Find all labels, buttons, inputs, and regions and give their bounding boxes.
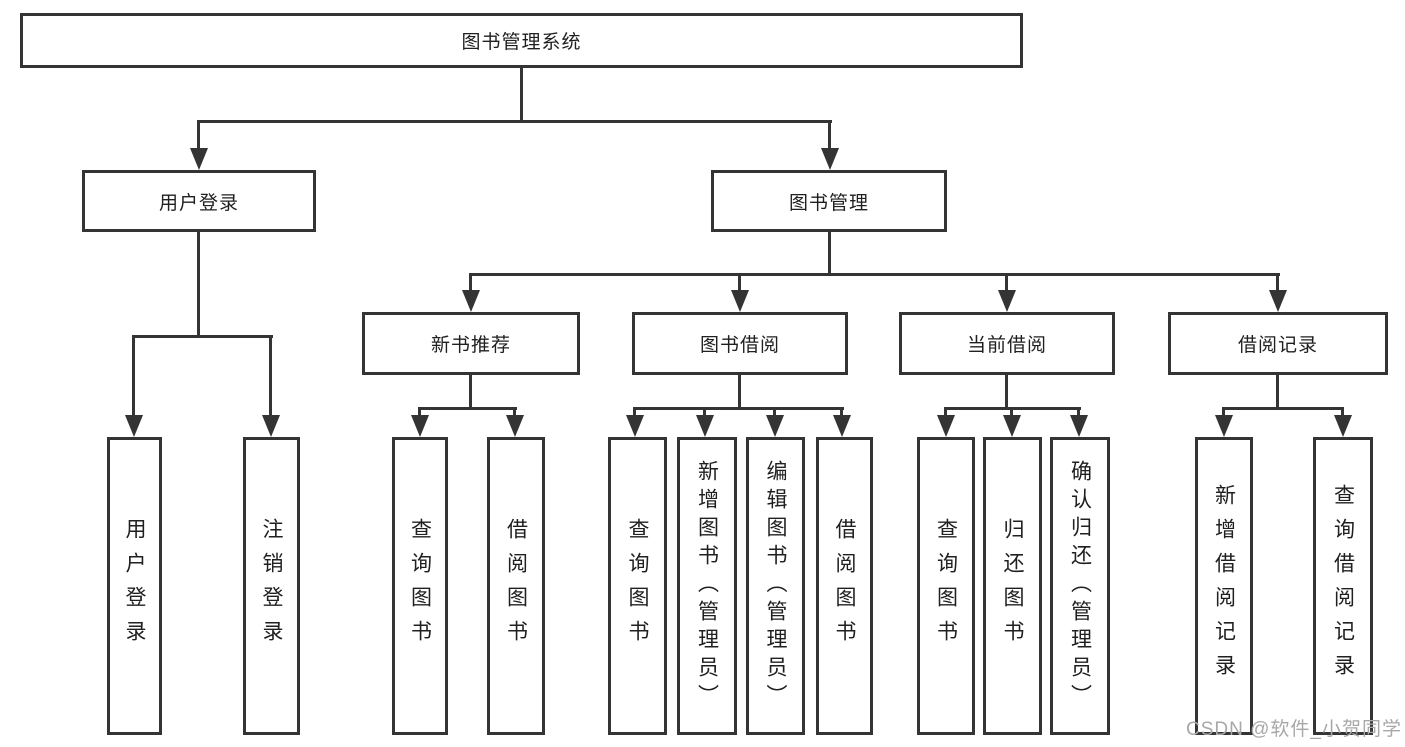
node-current-borrow: 当前借阅 xyxy=(899,312,1115,375)
watermark-text: CSDN @软件_小贺同学 xyxy=(1186,719,1402,740)
connector-book-mgmt-branch xyxy=(469,273,1280,276)
connector-root-right-drop xyxy=(828,120,831,150)
connector-book-borrow-drop xyxy=(703,407,706,419)
arrow-down-icon xyxy=(998,290,1016,312)
connector-root-left-drop xyxy=(197,120,200,150)
connector-book-borrow-stem xyxy=(738,375,741,407)
arrow-down-icon xyxy=(262,415,280,437)
connector-book-borrow-drop xyxy=(840,407,843,419)
connector-new-book-stem xyxy=(469,375,472,407)
connector-records-drop xyxy=(1222,407,1225,419)
leaf-borrow-books: 借阅图书 xyxy=(816,437,873,735)
connector-book-mgmt-stem xyxy=(828,232,831,273)
arrow-down-icon xyxy=(1070,415,1088,437)
connector-current-borrow-drop xyxy=(1010,407,1013,419)
node-library-management-system: 图书管理系统 xyxy=(20,13,1023,68)
connector-new-book-drop xyxy=(418,407,421,419)
leaf-label: 新增图书（管理员） xyxy=(695,460,719,712)
connector-records-drop xyxy=(1341,407,1344,419)
connector-current-borrow-drop xyxy=(944,407,947,419)
node-label: 借阅记录 xyxy=(1237,335,1318,356)
arrow-down-icon xyxy=(937,415,955,437)
connector-user-login-drop xyxy=(269,335,272,417)
node-book-borrow: 图书借阅 xyxy=(632,312,848,375)
leaf-logout: 注销登录 xyxy=(243,437,300,735)
arrow-down-icon xyxy=(1269,290,1287,312)
leaf-label: 编辑图书（管理员） xyxy=(764,460,787,712)
connector-current-borrow-stem xyxy=(1005,375,1008,407)
arrow-down-icon xyxy=(506,415,524,437)
leaf-add-book-admin: 新增图书（管理员） xyxy=(677,437,737,735)
leaf-add-borrow-record: 新增借阅记录 xyxy=(1195,437,1253,735)
arrow-down-icon xyxy=(766,415,784,437)
connector-book-borrow-branch xyxy=(633,407,844,410)
node-user-login: 用户登录 xyxy=(82,170,316,232)
connector-records-branch xyxy=(1222,407,1344,410)
node-borrow-records: 借阅记录 xyxy=(1168,312,1388,375)
arrow-down-icon xyxy=(731,290,749,312)
node-label: 图书管理系统 xyxy=(461,32,582,53)
leaf-query-books-borrow: 查询图书 xyxy=(608,437,667,735)
leaf-label: 借阅图书 xyxy=(833,518,856,654)
arrow-down-icon xyxy=(833,415,851,437)
leaf-label: 借阅图书 xyxy=(504,518,528,654)
node-label: 新书推荐 xyxy=(430,335,511,356)
node-label: 图书借阅 xyxy=(699,335,780,356)
csdn-watermark: CSDN @软件_小贺同学 xyxy=(1186,714,1402,741)
leaf-label: 归还图书 xyxy=(1001,518,1024,654)
connector-user-login-branch xyxy=(132,335,273,338)
leaf-query-borrow-record: 查询借阅记录 xyxy=(1313,437,1373,735)
connector-book-mgmt-drop xyxy=(1005,273,1008,294)
node-new-book-recommend: 新书推荐 xyxy=(362,312,580,375)
leaf-label: 用户登录 xyxy=(123,518,146,654)
leaf-label: 确认归还（管理员） xyxy=(1068,460,1092,712)
leaf-label: 新增借阅记录 xyxy=(1212,484,1236,688)
leaf-edit-book-admin: 编辑图书（管理员） xyxy=(746,437,805,735)
connector-user-login-stem xyxy=(197,232,200,335)
leaf-query-books-recommend: 查询图书 xyxy=(392,437,448,735)
node-book-management: 图书管理 xyxy=(711,170,947,232)
arrow-down-icon xyxy=(125,415,143,437)
connector-records-stem xyxy=(1276,375,1279,407)
connector-root-stem xyxy=(520,68,523,120)
arrow-down-icon xyxy=(1215,415,1233,437)
connector-user-login-drop xyxy=(132,335,135,417)
connector-new-book-branch xyxy=(418,407,517,410)
leaf-label: 查询图书 xyxy=(408,518,432,654)
leaf-label: 查询借阅记录 xyxy=(1331,484,1355,688)
node-label: 用户登录 xyxy=(158,192,239,214)
connector-book-mgmt-drop xyxy=(469,273,472,294)
connector-book-borrow-drop xyxy=(773,407,776,419)
arrow-down-icon xyxy=(411,415,429,437)
leaf-label: 查询图书 xyxy=(934,518,958,654)
arrow-down-icon xyxy=(462,290,480,312)
leaf-user-login: 用户登录 xyxy=(107,437,162,735)
connector-current-borrow-drop xyxy=(1077,407,1080,419)
connector-root-branch xyxy=(197,120,832,123)
connector-new-book-drop xyxy=(513,407,516,419)
node-label: 当前借阅 xyxy=(966,335,1047,356)
leaf-return-books: 归还图书 xyxy=(983,437,1042,735)
arrow-down-icon xyxy=(1003,415,1021,437)
arrow-down-icon xyxy=(696,415,714,437)
arrow-down-icon xyxy=(190,148,208,170)
leaf-label: 查询图书 xyxy=(626,518,649,654)
connector-book-mgmt-drop xyxy=(1276,273,1279,294)
leaf-borrow-books-recommend: 借阅图书 xyxy=(487,437,545,735)
arrow-down-icon xyxy=(821,148,839,170)
connector-book-mgmt-drop xyxy=(738,273,741,294)
connector-book-borrow-drop xyxy=(633,407,636,419)
node-label: 图书管理 xyxy=(788,192,869,214)
leaf-query-books-current: 查询图书 xyxy=(917,437,975,735)
arrow-down-icon xyxy=(1334,415,1352,437)
arrow-down-icon xyxy=(626,415,644,437)
leaf-confirm-return-admin: 确认归还（管理员） xyxy=(1050,437,1110,735)
leaf-label: 注销登录 xyxy=(260,518,283,654)
